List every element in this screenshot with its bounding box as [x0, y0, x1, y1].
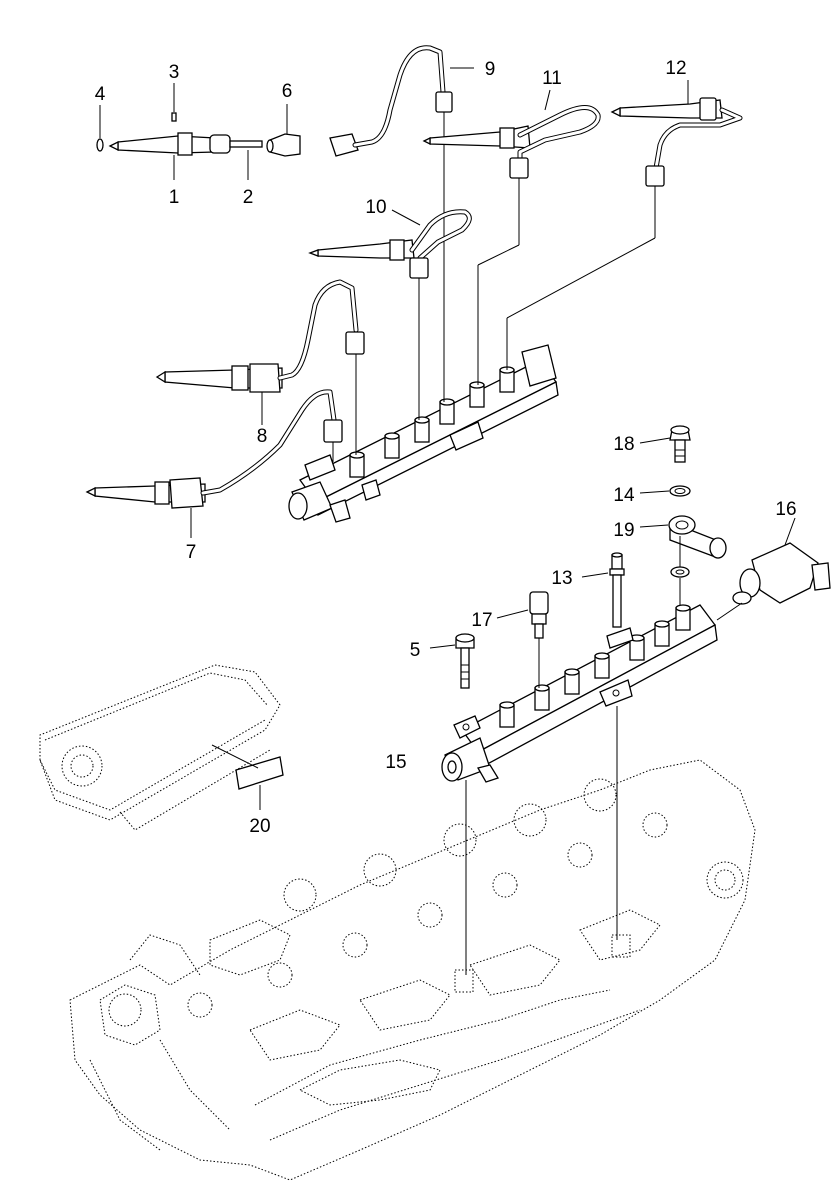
callout-10: 10: [365, 197, 386, 218]
banjo-fitting: [639, 425, 727, 606]
callout-7: 7: [186, 542, 197, 563]
callout-14: 14: [613, 485, 635, 506]
cylinder-head: [69, 759, 756, 1181]
callout-18: 18: [613, 434, 634, 455]
fuel-pipe-9: [329, 45, 474, 402]
callout-15: 15: [385, 752, 406, 773]
callout-4: 4: [95, 84, 106, 105]
injector-8: [155, 279, 365, 455]
bolt: [429, 633, 475, 689]
callout-12: 12: [665, 58, 686, 79]
pressure-sensor: [496, 591, 549, 688]
callout-16: 16: [775, 499, 796, 520]
injector-10: [308, 209, 472, 420]
lower-fuel-rail: [441, 604, 718, 975]
pressure-valve: [716, 517, 831, 621]
callout-11: 11: [542, 68, 562, 89]
injector-11: [422, 89, 601, 385]
rocker-cover: [39, 664, 281, 831]
callout-5: 5: [410, 640, 421, 661]
callout-19: 19: [613, 520, 634, 541]
injector-7: [85, 389, 343, 538]
callout-2: 2: [243, 187, 254, 208]
stud: [581, 552, 625, 628]
callout-1: 1: [169, 187, 180, 208]
upper-fuel-rail: [288, 344, 559, 523]
label-plate: [211, 744, 284, 810]
callout-20: 20: [249, 816, 270, 837]
callout-6: 6: [282, 81, 293, 102]
callout-13: 13: [551, 568, 572, 589]
callout-9: 9: [485, 59, 496, 80]
callout-labels: 1 2 3 4 5 6 7 8 9 10 11 12 13 14 15 16 1…: [95, 58, 797, 837]
callout-8: 8: [257, 426, 268, 447]
injector-top: [96, 83, 301, 180]
callout-17: 17: [471, 610, 492, 631]
callout-3: 3: [169, 62, 180, 83]
injector-12: [506, 80, 743, 370]
